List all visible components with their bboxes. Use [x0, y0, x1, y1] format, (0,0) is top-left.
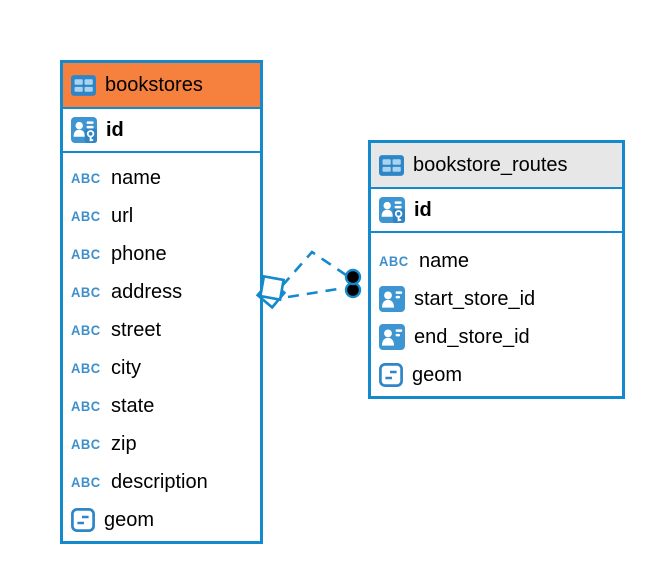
reference-type-icon [379, 324, 405, 350]
column-name: geom [412, 363, 463, 386]
table-title: bookstore_routes [413, 153, 568, 176]
field-row[interactable]: ABC address [63, 273, 260, 311]
text-type-icon: ABC [71, 246, 101, 262]
field-row[interactable]: geom [63, 501, 260, 539]
column-name: id [414, 198, 432, 221]
column-name: city [111, 356, 141, 379]
column-name: zip [111, 432, 137, 455]
field-row[interactable]: ABC name [63, 159, 260, 197]
table-header[interactable]: bookstores [63, 63, 260, 109]
column-name: start_store_id [414, 287, 536, 310]
table-bookstores[interactable]: bookstores id ABC name ABC url ABC phone… [60, 60, 263, 544]
text-type-icon: ABC [71, 208, 101, 224]
field-row[interactable]: ABC zip [63, 425, 260, 463]
field-list: ABC name start_store_id end_store_id geo… [371, 233, 622, 396]
table-header[interactable]: bookstore_routes [371, 143, 622, 189]
text-type-icon: ABC [71, 322, 101, 338]
column-name: name [419, 249, 470, 272]
reference-type-icon [379, 286, 405, 312]
column-name: street [111, 318, 162, 341]
field-list: ABC name ABC url ABC phone ABC address A… [63, 153, 260, 541]
primary-key-icon [379, 197, 405, 223]
column-name: geom [104, 508, 155, 531]
field-row[interactable]: geom [371, 356, 622, 394]
column-name: description [111, 470, 208, 493]
field-row[interactable]: ABC state [63, 387, 260, 425]
geometry-type-icon [379, 363, 403, 387]
text-type-icon: ABC [71, 170, 101, 186]
column-name: name [111, 166, 162, 189]
column-name: phone [111, 242, 167, 265]
dot-marker [344, 268, 362, 299]
field-row[interactable]: ABC city [63, 349, 260, 387]
primary-key-row[interactable]: id [63, 109, 260, 153]
field-row[interactable]: start_store_id [371, 280, 622, 318]
text-type-icon: ABC [379, 253, 409, 269]
field-row[interactable]: end_store_id [371, 318, 622, 356]
column-name: id [106, 118, 124, 141]
field-row[interactable]: ABC phone [63, 235, 260, 273]
field-row[interactable]: ABC description [63, 463, 260, 501]
field-row[interactable]: ABC url [63, 197, 260, 235]
table-icon [71, 75, 96, 96]
text-type-icon: ABC [71, 436, 101, 452]
column-name: state [111, 394, 155, 417]
text-type-icon: ABC [71, 398, 101, 414]
table-icon [379, 155, 404, 176]
field-row[interactable]: ABC name [371, 242, 622, 280]
field-row[interactable]: ABC street [63, 311, 260, 349]
relationship-line[interactable] [281, 250, 347, 287]
text-type-icon: ABC [71, 474, 101, 490]
relationship-lines[interactable] [281, 250, 347, 299]
geometry-type-icon [71, 508, 95, 532]
relationship-line[interactable] [287, 286, 345, 299]
column-name: end_store_id [414, 325, 530, 348]
table-title: bookstores [105, 73, 203, 96]
text-type-icon: ABC [71, 360, 101, 376]
table-bookstore-routes[interactable]: bookstore_routes id ABC name start_store… [368, 140, 625, 399]
column-name: address [111, 280, 183, 303]
column-name: url [111, 204, 134, 227]
primary-key-row[interactable]: id [371, 189, 622, 233]
primary-key-icon [71, 117, 97, 143]
text-type-icon: ABC [71, 284, 101, 300]
